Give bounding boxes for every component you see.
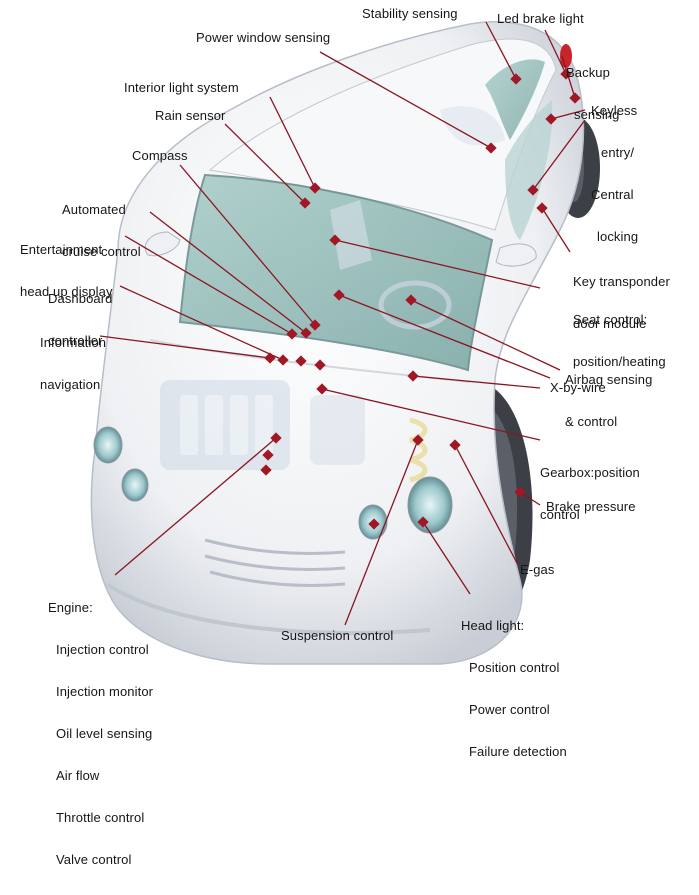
right-headlight-outer: [408, 477, 452, 533]
label-head-light: Head light: Position control Power contr…: [461, 591, 567, 787]
left-headlight-outer: [122, 469, 148, 501]
label-information-navigation: Information navigation: [40, 308, 106, 420]
label-compass: Compass: [132, 149, 188, 163]
label-stability-sensing: Stability sensing: [362, 7, 458, 21]
label-gearbox-position-control: Gearbox:position control: [540, 438, 640, 550]
label-suspension-control: Suspension control: [281, 629, 393, 643]
label-e-gas: E-gas: [520, 563, 554, 577]
label-x-by-wire: X-by-wire: [550, 381, 606, 395]
label-led-brake-light: Led brake light: [497, 12, 584, 26]
label-keyless-entry: Keyless entry/ Central locking: [591, 76, 638, 272]
label-engine: Engine: Injection control Injection moni…: [48, 573, 153, 895]
label-power-window-sensing: Power window sensing: [196, 31, 330, 45]
label-rain-sensor: Rain sensor: [155, 109, 225, 123]
label-interior-light-system: Interior light system: [124, 81, 239, 95]
label-brake-pressure: Brake pressure: [546, 500, 636, 514]
car-electronics-diagram: Stability sensing Led brake light Backup…: [0, 0, 699, 674]
left-headlight-inner: [94, 427, 122, 463]
